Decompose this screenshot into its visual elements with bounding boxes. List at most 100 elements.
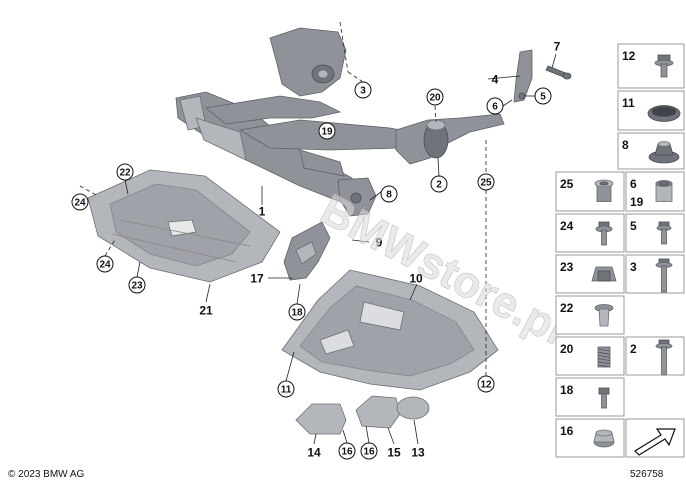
legend-cell-border — [625, 171, 685, 212]
callout-c19[interactable]: 19 — [318, 122, 336, 140]
legend-cell-g16[interactable]: 16 — [555, 418, 625, 458]
bushing-sleeve-icon — [594, 179, 614, 202]
callout-c16b[interactable]: 16 — [360, 442, 378, 460]
callout-number: 12 — [480, 380, 492, 391]
callout-number: 20 — [429, 93, 441, 104]
callout-number: 2 — [436, 180, 442, 191]
callout-c4[interactable]: 4 — [492, 73, 499, 87]
rubber-mount-icon — [648, 141, 680, 164]
callout-c7[interactable]: 7 — [554, 40, 561, 54]
callout-number: 18 — [291, 308, 303, 319]
legend-cell-g6[interactable]: 619 — [625, 171, 685, 212]
callout-circle — [360, 442, 378, 460]
callout-c10[interactable]: 10 — [409, 272, 423, 286]
callout-c25[interactable]: 25 — [477, 173, 495, 191]
bolt-short-icon — [656, 221, 672, 245]
underbody-panel-centre — [281, 269, 499, 391]
legend-part-number: 12 — [622, 49, 636, 63]
callout-circle — [277, 380, 295, 398]
callout-c15[interactable]: 15 — [387, 446, 401, 460]
callout-number: 10 — [409, 272, 423, 286]
callout-number: 13 — [411, 446, 425, 460]
callout-number: 6 — [492, 102, 498, 113]
callout-c14[interactable]: 14 — [307, 446, 321, 460]
legend-cell-g5[interactable]: 5 — [625, 213, 685, 253]
bolt-washer-icon — [595, 221, 613, 246]
callout-circle — [71, 193, 89, 211]
legend-cell-g2[interactable]: 2 — [625, 336, 685, 376]
sleeve-icon — [655, 180, 673, 202]
callout-c17[interactable]: 17 — [250, 272, 264, 286]
callout-circle — [380, 185, 398, 203]
callout-c6[interactable]: 6 — [486, 97, 504, 115]
callout-circle — [318, 122, 336, 140]
callout-c20[interactable]: 20 — [426, 88, 444, 106]
legend-part-number: 8 — [622, 138, 629, 152]
round-plug-icon — [647, 105, 681, 122]
legend-cell-border — [555, 295, 625, 335]
diagram-number: 526758 — [630, 469, 664, 480]
legend-cell-g20[interactable]: 20 — [555, 336, 625, 376]
legend-cell-border — [555, 377, 625, 417]
legend-part-number: 20 — [560, 342, 574, 356]
callout-c5[interactable]: 5 — [534, 87, 552, 105]
callout-number: 15 — [387, 446, 401, 460]
legend-cell-border — [555, 171, 625, 212]
callout-circle — [338, 442, 356, 460]
legend-cell-g11[interactable]: 11 — [617, 90, 685, 131]
legend-cell-g12[interactable]: 12 — [617, 43, 685, 89]
callout-c18[interactable]: 18 — [288, 303, 306, 321]
callout-number: 17 — [250, 272, 264, 286]
callout-number: 14 — [307, 446, 321, 460]
legend-part-number: 3 — [630, 260, 637, 274]
legend-part-number: 6 — [630, 177, 637, 191]
callout-c16a[interactable]: 16 — [338, 442, 356, 460]
callout-c2[interactable]: 2 — [430, 175, 448, 193]
callout-c3[interactable]: 3 — [354, 81, 372, 99]
bolt-xlong-icon — [655, 339, 673, 376]
legend-part-number-secondary: 19 — [630, 195, 644, 209]
bracket-part-4 — [513, 49, 572, 103]
callout-circle — [288, 303, 306, 321]
callout-c9[interactable]: 9 — [376, 236, 383, 250]
callout-c13[interactable]: 13 — [411, 446, 425, 460]
front-axle-assembly-illustration: 1234567891011121314151616171819202122232… — [71, 21, 574, 460]
bracket-part-17 — [283, 221, 331, 281]
expansion-rivet-icon — [594, 304, 614, 327]
callout-c21[interactable]: 21 — [199, 304, 213, 318]
legend-cell-g3[interactable]: 3 — [625, 254, 685, 294]
callout-c24a[interactable]: 24 — [71, 193, 89, 211]
callout-number: 9 — [376, 236, 383, 250]
callout-circle — [128, 276, 146, 294]
callout-c1[interactable]: 1 — [259, 205, 266, 219]
legend-cell-garrow[interactable] — [625, 418, 685, 458]
callout-c24b[interactable]: 24 — [96, 255, 114, 273]
bolt-flange-icon — [654, 54, 674, 78]
leader-lines — [79, 21, 557, 445]
legend-cell-g24[interactable]: 24 — [555, 213, 625, 253]
callout-c23[interactable]: 23 — [128, 276, 146, 294]
callout-number: 19 — [321, 127, 333, 138]
callout-circle — [477, 375, 495, 393]
axle-support-subframe — [175, 27, 505, 217]
callout-c22[interactable]: 22 — [116, 163, 134, 181]
legend-part-number: 11 — [622, 96, 635, 110]
legend-cell-g18[interactable]: 18 — [555, 377, 625, 417]
legend-cell-g23[interactable]: 23 — [555, 254, 625, 294]
plug-cap-icon — [593, 429, 615, 448]
callout-c8[interactable]: 8 — [380, 185, 398, 203]
callout-circle — [354, 81, 372, 99]
callout-c12[interactable]: 12 — [477, 375, 495, 393]
legend-cell-g8[interactable]: 8 — [617, 132, 685, 170]
callout-number: 21 — [199, 304, 213, 318]
legend-cell-g25[interactable]: 25 — [555, 171, 625, 212]
callout-c11[interactable]: 11 — [277, 380, 295, 398]
legend-part-number: 5 — [630, 219, 637, 233]
underbody-shield-left — [87, 169, 281, 283]
callout-number: 24 — [74, 198, 86, 209]
callout-number: 4 — [492, 73, 499, 87]
legend-cell-g22[interactable]: 22 — [555, 295, 625, 335]
callout-number: 23 — [131, 281, 143, 292]
